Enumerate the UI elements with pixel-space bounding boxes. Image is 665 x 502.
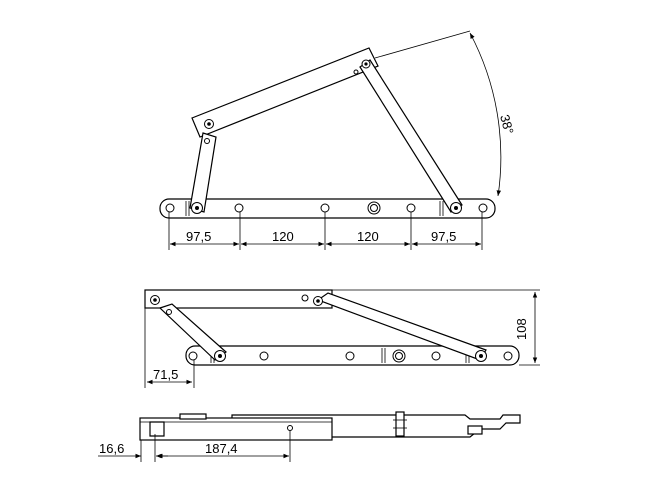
angle-ref-line <box>374 30 471 59</box>
length-label: 187,4 <box>205 441 238 456</box>
closed-hinge-view: 108 71,5 <box>144 289 540 388</box>
side-profile-view: 16,6 187,4 <box>98 411 521 462</box>
edge-label: 16,6 <box>99 441 124 456</box>
rail-center-hole-inner <box>395 352 403 360</box>
arm-pivot-center <box>364 62 368 66</box>
rail-hole <box>478 203 488 213</box>
rail-center-hole-inner <box>370 204 378 212</box>
rivet <box>467 425 483 435</box>
spacing-label-1: 97,5 <box>186 229 211 244</box>
rail-hole <box>320 203 330 213</box>
stud <box>395 411 405 437</box>
hook-pin-frame <box>149 421 165 437</box>
rail-hole <box>345 351 355 361</box>
open-hinge-view: 38° 97,5 120 120 97,5 <box>159 30 517 250</box>
spacing-label-2: 120 <box>272 229 294 244</box>
side-small-hole <box>287 425 293 431</box>
rail-pivot-center <box>218 354 222 358</box>
arm-small-hole <box>301 294 309 302</box>
upper-link-arm <box>191 47 379 138</box>
rail-pivot-center <box>479 354 483 358</box>
rail-pivot-center <box>195 206 199 210</box>
rail-hole <box>259 351 269 361</box>
rail-hole <box>406 203 416 213</box>
link-small-hole <box>204 138 210 144</box>
short-link <box>189 132 217 213</box>
rail-pivot-center <box>454 206 458 210</box>
rail-hole <box>165 203 175 213</box>
angle-label: 38° <box>497 113 517 136</box>
spacing-label-3: 120 <box>357 229 379 244</box>
arm-pivot-center <box>207 122 211 126</box>
side-body <box>139 417 333 441</box>
rail-hole <box>188 351 198 361</box>
top-bracket <box>179 413 207 420</box>
long-link <box>359 59 463 213</box>
height-label: 108 <box>514 318 529 340</box>
angle-arc <box>469 32 502 197</box>
short-link <box>158 303 227 361</box>
offset-label: 71,5 <box>153 367 178 382</box>
arm-pivot-center <box>316 299 320 303</box>
rail-hole <box>234 203 244 213</box>
link-small-hole <box>166 309 172 315</box>
spacing-label-4: 97,5 <box>431 229 456 244</box>
arm-small-hole <box>353 69 359 75</box>
rail-hole <box>431 351 441 361</box>
arm-pivot-center <box>153 298 157 302</box>
long-link <box>316 292 487 361</box>
rail-hole <box>503 351 513 361</box>
